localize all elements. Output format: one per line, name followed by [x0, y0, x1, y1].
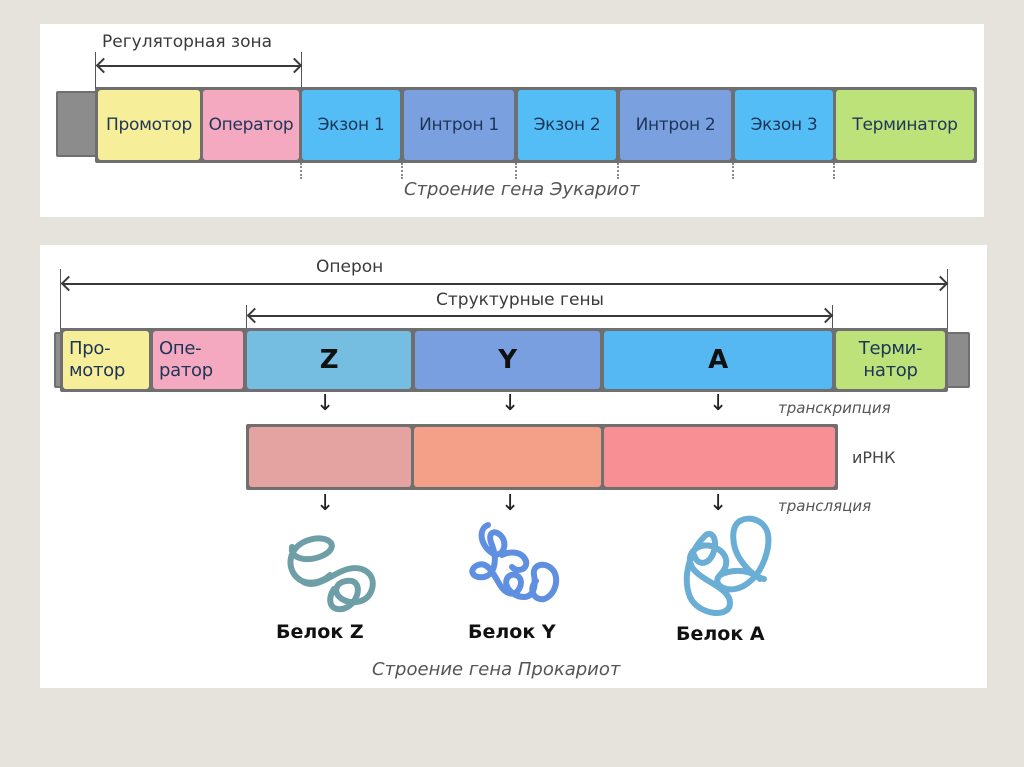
down-arrow-icon: ↓	[316, 391, 335, 416]
segment-promoter: Промотор	[98, 90, 200, 160]
regulatory-zone-line	[97, 65, 300, 67]
operon-right-tick	[947, 269, 948, 331]
protein-y-label: Белок Y	[468, 621, 556, 643]
regulatory-zone-left-tick	[95, 52, 96, 90]
operon-line	[62, 283, 946, 285]
mrna-segment-a	[604, 427, 835, 487]
segment-label: Оператор	[208, 115, 294, 135]
boundary-tick	[732, 163, 734, 179]
gene-letter: Y	[498, 345, 517, 375]
arrow-left-icon	[60, 275, 77, 292]
structural-genes-label: Структурные гены	[436, 290, 604, 310]
segment-operator: Опе-ратор	[153, 331, 243, 389]
gene-a: A	[604, 331, 832, 389]
down-arrow-icon: ↓	[709, 391, 728, 416]
boundary-tick	[617, 163, 619, 179]
structural-genes-line	[248, 315, 831, 317]
boundary-tick	[833, 163, 835, 179]
boundary-tick	[300, 163, 302, 179]
boundary-tick	[515, 163, 517, 179]
protein-a-icon	[683, 515, 772, 616]
segment-label: Промотор	[106, 115, 192, 135]
regulatory-zone-label: Регуляторная зона	[102, 32, 273, 52]
arrow-right-icon	[932, 275, 949, 292]
arrow-right-icon	[286, 57, 303, 74]
segment-label: Экзон 2	[533, 115, 601, 135]
prokaryote-gene-panel: Оперон Структурные гены Про-мотор Опе-ра…	[40, 245, 987, 688]
eukaryote-caption: Строение гена Эукариот	[404, 179, 640, 200]
protein-a-chain	[683, 515, 772, 616]
mrna-segment-z	[249, 427, 411, 487]
gene-y: Y	[415, 331, 600, 389]
eukaryote-gene-panel: Регуляторная зона Промотор Оператор Экзо…	[40, 24, 984, 217]
segment-label: Экзон 3	[750, 115, 818, 135]
gene-z: Z	[247, 331, 411, 389]
mrna-label: иРНК	[852, 448, 896, 467]
protein-a-label: Белок A	[676, 623, 765, 645]
gene-letter: A	[708, 345, 728, 375]
segment-operator: Оператор	[203, 90, 299, 160]
segment-intron-2: Интрон 2	[620, 90, 731, 160]
protein-y-icon	[469, 522, 560, 603]
protein-y-chain	[469, 522, 560, 603]
mrna-segment-y	[414, 427, 601, 487]
segment-label-line: Про-	[69, 338, 111, 360]
segment-exon-3: Экзон 3	[735, 90, 833, 160]
segment-terminator: Терминатор	[836, 90, 974, 160]
protein-z-label: Белок Z	[276, 621, 364, 643]
boundary-tick	[401, 163, 403, 179]
gene-letter: Z	[319, 345, 339, 375]
translation-label: трансляция	[778, 497, 872, 515]
protein-z-chain	[287, 535, 376, 613]
segment-promoter: Про-мотор	[63, 331, 149, 389]
operon-left-tick	[60, 269, 61, 331]
down-arrow-icon: ↓	[316, 491, 335, 516]
segment-exon-1: Экзон 1	[302, 90, 400, 160]
structural-left-tick	[246, 305, 247, 331]
segment-label-line: мотор	[69, 360, 126, 381]
segment-label: Терминатор	[852, 115, 958, 135]
prokaryote-caption: Строение гена Прокариот	[372, 659, 621, 680]
segment-label: Экзон 1	[317, 115, 385, 135]
protein-z-icon	[287, 535, 376, 613]
regulatory-zone-right-tick	[301, 52, 302, 90]
segment-label: Интрон 1	[419, 115, 499, 135]
segment-label-line: Терми-	[858, 338, 923, 360]
dna-left-cap	[56, 91, 98, 157]
operon-label: Оперон	[316, 257, 384, 277]
segment-intron-1: Интрон 1	[404, 90, 514, 160]
down-arrow-icon: ↓	[709, 491, 728, 516]
arrow-right-icon	[817, 307, 834, 324]
down-arrow-icon: ↓	[501, 491, 520, 516]
down-arrow-icon: ↓	[501, 391, 520, 416]
segment-label: Интрон 2	[635, 115, 716, 135]
structural-right-tick	[832, 305, 833, 331]
arrow-left-icon	[95, 57, 112, 74]
segment-terminator: Терми-натор	[836, 331, 945, 389]
segment-exon-2: Экзон 2	[518, 90, 616, 160]
transcription-label: транскрипция	[778, 399, 891, 417]
segment-label-line: ратор	[159, 360, 213, 381]
arrow-left-icon	[246, 307, 263, 324]
segment-label-line: Опе-	[159, 338, 202, 360]
segment-label-line: натор	[863, 360, 918, 381]
